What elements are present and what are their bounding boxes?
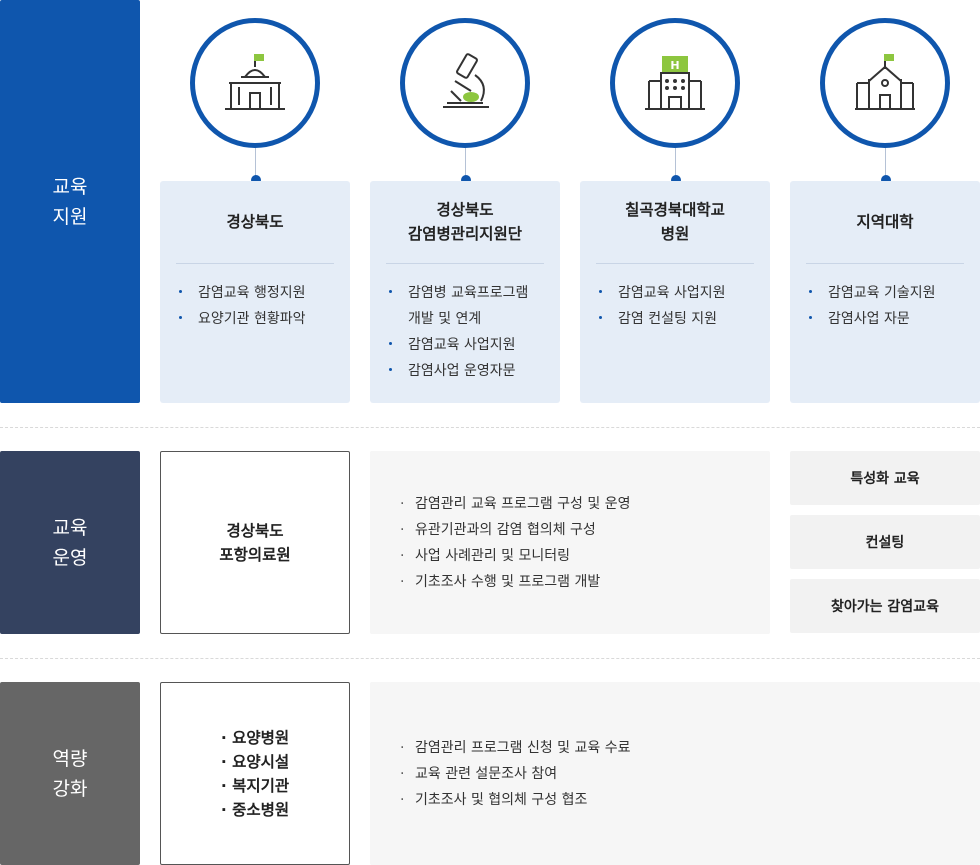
list-item: 사업 사례관리 및 모니터링 xyxy=(400,543,630,569)
list-item: 요양기관 현황파악 xyxy=(178,306,342,332)
connector-line xyxy=(465,148,466,176)
connector-dot xyxy=(671,175,681,185)
list-item: 감염교육 행정지원 xyxy=(178,280,342,306)
card-divider xyxy=(176,263,334,264)
card-list: 감염교육 사업지원 감염 컨설팅 지원 xyxy=(598,280,762,332)
connector-line xyxy=(675,148,676,176)
capacity-task-list: 감염관리 프로그램 신청 및 교육 수료 교육 관련 설문조사 참여 기초조사 … xyxy=(400,735,630,813)
operation-tasks-panel: 감염관리 교육 프로그램 구성 및 운영 유관기관과의 감염 협의체 구성 사업… xyxy=(370,451,770,634)
capacity-tasks-panel: 감염관리 프로그램 신청 및 교육 수료 교육 관련 설문조사 참여 기초조사 … xyxy=(370,682,980,865)
card-list: 감염교육 행정지원 요양기관 현황파악 xyxy=(178,280,342,332)
card-title: 경상북도 xyxy=(226,213,284,231)
connector-line xyxy=(885,148,886,176)
service-consulting: 컨설팅 xyxy=(790,515,980,569)
list-item: 감염교육 기술지원 xyxy=(808,280,972,306)
connector-line xyxy=(255,148,256,176)
school-icon xyxy=(820,18,950,148)
card-title: 지역대학 xyxy=(856,213,914,231)
card-divider xyxy=(806,263,964,264)
government-building-icon xyxy=(190,18,320,148)
svg-text:H: H xyxy=(670,59,679,72)
hospital-icon: H xyxy=(610,18,740,148)
list-item: 감염사업 운영자문 xyxy=(388,358,552,384)
connector-dot xyxy=(461,175,471,185)
connector-dot xyxy=(881,175,891,185)
service-specialized-education: 특성화 교육 xyxy=(790,451,980,505)
list-item: 기초조사 및 협의체 구성 협조 xyxy=(400,787,630,813)
list-item: 감염 컨설팅 지원 xyxy=(598,306,762,332)
section-divider xyxy=(0,658,980,659)
list-item: 유관기관과의 감염 협의체 구성 xyxy=(400,517,630,543)
list-item: 감염관리 교육 프로그램 구성 및 운영 xyxy=(400,491,630,517)
support-card-university: 지역대학 감염교육 기술지원 감염사업 자문 xyxy=(790,181,980,403)
list-item: 개발 및 연계 xyxy=(408,311,482,327)
card-divider xyxy=(596,263,754,264)
list-item: 감염교육 사업지원 xyxy=(598,280,762,306)
list-item: 감염교육 사업지원 xyxy=(388,332,552,358)
card-list: 감염병 교육프로그램 개발 및 연계 감염교육 사업지원 감염사업 운영자문 xyxy=(388,280,552,384)
list-item: 기초조사 수행 및 프로그램 개발 xyxy=(400,569,630,595)
section-divider xyxy=(0,427,980,428)
connector-dot xyxy=(251,175,261,185)
list-item: 감염병 교육프로그램 xyxy=(388,280,552,306)
card-divider xyxy=(386,263,544,264)
support-card-gyeongbuk: 경상북도 감염교육 행정지원 요양기관 현황파악 xyxy=(160,181,350,403)
list-item: 감염사업 자문 xyxy=(808,306,972,332)
service-visiting-education: 찾아가는 감염교육 xyxy=(790,579,980,633)
operation-task-list: 감염관리 교육 프로그램 구성 및 운영 유관기관과의 감염 협의체 구성 사업… xyxy=(400,491,630,595)
list-item: 감염관리 프로그램 신청 및 교육 수료 xyxy=(400,735,630,761)
capacity-targets-box: · 요양병원 · 요양시설 · 복지기관 · 중소병원 xyxy=(160,682,350,865)
microscope-icon xyxy=(400,18,530,148)
list-item: 교육 관련 설문조사 참여 xyxy=(400,761,630,787)
card-list: 감염교육 기술지원 감염사업 자문 xyxy=(808,280,972,332)
